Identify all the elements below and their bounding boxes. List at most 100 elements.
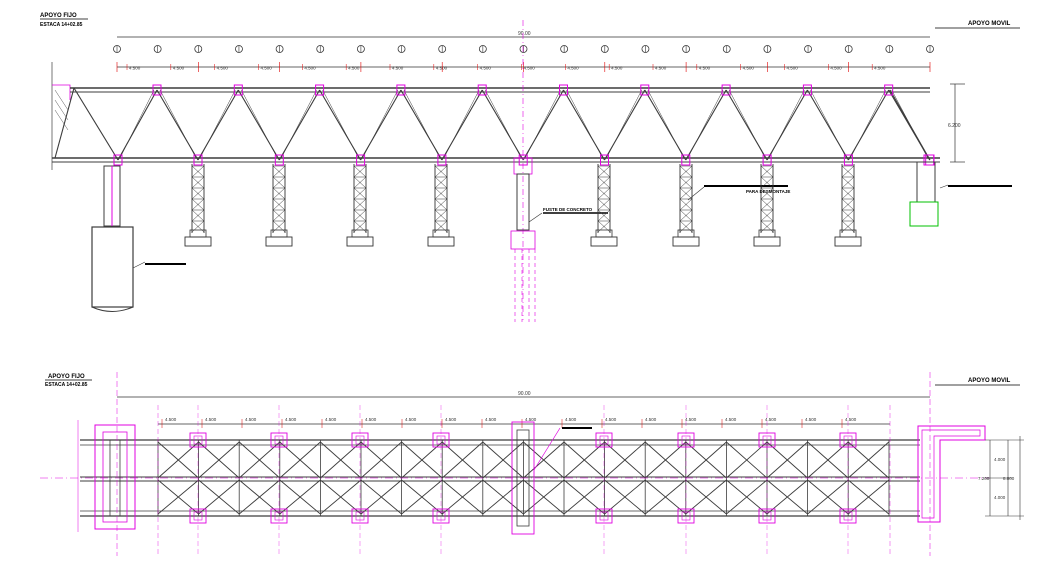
plan-panel-dimension: 4.500 (605, 417, 617, 422)
plan-panel-dimension: 4.500 (845, 417, 857, 422)
panel-dimension: 4.500 (173, 66, 185, 71)
lateral-brace (279, 479, 321, 515)
lateral-brace (198, 479, 240, 515)
lateral-brace (766, 441, 808, 479)
central-pier: FUSTE DE CONCRETO (510, 157, 608, 322)
elevation-view: APOYO FIJO ESTACA 14+02.85 APOYO MOVIL 9… (40, 13, 1020, 322)
grid-bubble (153, 45, 162, 53)
plan-panel-dimension: 4.500 (525, 417, 537, 422)
plan-bracing (157, 440, 890, 516)
plan-central-pier (511, 421, 592, 535)
lateral-brace (157, 479, 199, 515)
plan-view: APOYO FIJO ESTACA 14+02.85 APOYO MOVIL 9… (40, 372, 1024, 556)
plan-left-support-label: APOYO FIJO (48, 374, 85, 380)
plan-left-station-label: ESTACA 14+02.85 (45, 382, 88, 388)
lateral-brace (320, 479, 362, 515)
lateral-brace (198, 441, 240, 479)
left-pier (91, 165, 186, 312)
panel-dimension: 4.500 (436, 66, 448, 71)
diagonal (685, 89, 727, 161)
diagonal (237, 89, 280, 161)
diagonal (197, 89, 239, 161)
panel-dimension-labels: 4.500 4.500 4.500 4.500 4.500 4.500 4.500 4.500… (126, 64, 886, 71)
bottom-node (923, 154, 935, 166)
lateral-brace (523, 441, 565, 479)
diagonal (117, 89, 158, 161)
plan-panel-dimension: 4.500 (565, 417, 577, 422)
diagonal (73, 87, 119, 161)
diagonal (360, 89, 402, 161)
grid-bubble (804, 45, 812, 53)
grid-bubble (356, 45, 365, 53)
plan-panel-dimension: 4.500 (285, 417, 297, 422)
lateral-brace (441, 441, 484, 479)
plan-total-span-dimension: 90.00 (518, 391, 531, 397)
svg-text:4.000: 4.000 (994, 495, 1006, 500)
truss-web-members (54, 87, 931, 161)
left-support-label: APOYO FIJO (40, 13, 77, 19)
left-station-label: ESTACA 14+02.85 (40, 22, 83, 28)
diagonal (400, 89, 443, 161)
top-node (233, 84, 243, 96)
svg-text:4.000: 4.000 (994, 457, 1006, 462)
diagonal (889, 89, 931, 161)
temporary-tower (346, 164, 374, 247)
bottom-node (437, 154, 447, 166)
diagonal (156, 89, 199, 161)
plan-left-abutment (77, 372, 136, 556)
grid-bubble (682, 45, 690, 53)
grid-bubble (478, 45, 487, 53)
diagonal (766, 89, 808, 161)
bottom-node (356, 154, 366, 166)
panel-dimension: 4.500 (743, 66, 755, 71)
temporary-tower (672, 164, 700, 247)
plan-panel-dimension: 4.500 (685, 417, 697, 422)
temporary-tower (427, 164, 455, 247)
truss-nodes (113, 84, 935, 166)
grid-bubble (235, 45, 243, 53)
grid-bubble (722, 45, 731, 53)
panel-dimension: 4.500 (261, 66, 273, 71)
panel-dimension: 4.500 (129, 66, 141, 71)
lateral-brace (604, 479, 646, 515)
lateral-brace (279, 441, 321, 479)
panel-dimension: 4.500 (655, 66, 667, 71)
grid-bubble (397, 45, 406, 53)
lateral-brace (847, 479, 890, 515)
lateral-brace (401, 479, 443, 515)
diagonal (847, 89, 890, 161)
panel-dimension: 4.500 (699, 66, 711, 71)
lateral-brace (604, 441, 646, 479)
grid-bubble (316, 45, 325, 53)
diagonal (319, 89, 362, 161)
lateral-brace (523, 479, 565, 515)
diagonal (481, 89, 524, 161)
top-node (559, 84, 568, 96)
plan-panel-dimension: 4.500 (205, 417, 217, 422)
top-node (315, 84, 325, 96)
panel-dimension: 4.500 (567, 66, 579, 71)
panel-dimension: 4.500 (217, 66, 229, 71)
plan-nodes (189, 405, 857, 556)
grid-bubble (560, 45, 569, 53)
panel-dimension: 4.500 (392, 66, 404, 71)
truss-chords (52, 87, 940, 163)
temporary-tower (753, 164, 781, 247)
pier-note: FUSTE DE CONCRETO (543, 207, 593, 212)
plan-width-dimensions: 7.200 4.000 4.000 8.000 (978, 436, 1024, 520)
top-node (152, 84, 162, 96)
diagonal (278, 89, 321, 161)
panel-dimension: 4.500 (480, 66, 492, 71)
temporary-tower (184, 164, 212, 247)
plan-panel-dimension: 4.500 (485, 417, 497, 422)
diagonal (441, 89, 483, 161)
temporary-tower (265, 164, 293, 247)
panel-dimension: 4.500 (611, 66, 623, 71)
svg-text:6.200: 6.200 (948, 123, 961, 129)
plan-right-abutment (917, 372, 986, 556)
lateral-brace (441, 479, 484, 515)
lateral-brace (807, 441, 849, 479)
lateral-brace (726, 479, 768, 515)
bottom-node (600, 154, 609, 166)
diagonal (522, 89, 564, 161)
